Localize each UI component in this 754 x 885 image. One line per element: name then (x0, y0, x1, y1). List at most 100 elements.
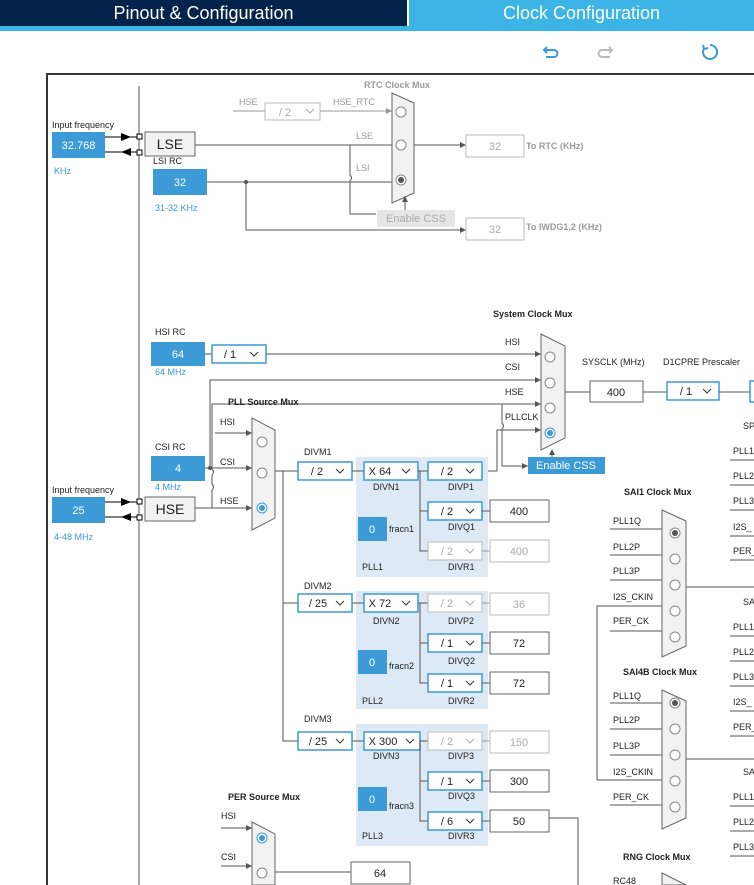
hse-input-freq-field[interactable] (52, 497, 105, 523)
lse-name: LSE (157, 136, 183, 152)
chevron-down-icon (335, 600, 345, 606)
sysmux-option-hsi[interactable] (544, 351, 556, 363)
lse-input-freq-value: 32.768 (62, 140, 96, 152)
pll3-divm-value: / 25 (309, 736, 327, 748)
right-spi-title: SP (743, 421, 754, 431)
pll1-divq-value: / 2 (441, 506, 453, 518)
hsi-divider-select[interactable] (211, 344, 267, 364)
pll3-divq-output[interactable] (489, 769, 550, 793)
sai4b-in-pll2p: PLL2P (613, 715, 640, 725)
lsi-value: 32 (174, 177, 186, 189)
pll-source-mux-title: PLL Source Mux (228, 397, 298, 407)
chevron-down-icon (401, 468, 411, 474)
right-sa1-in2: PLL2 (733, 647, 754, 657)
pll3-divr-output-value: 50 (513, 816, 525, 828)
lse-box[interactable] (144, 131, 196, 157)
sysclk-label: SYSCLK (MHz) (582, 357, 645, 367)
lse-arrows (105, 133, 143, 156)
pll2-frac-label: fracn2 (389, 661, 414, 671)
pll2-divp-label: DIVP2 (448, 616, 474, 626)
pll2-divp-select[interactable] (427, 593, 483, 613)
right-spi-in4: I2S_ (733, 522, 753, 532)
sysmux-option-hse[interactable] (544, 402, 556, 414)
pll2-divn-value: X 72 (369, 598, 392, 610)
right-sa1-in3: PLL3 (733, 672, 754, 682)
hse-name: HSE (156, 501, 185, 517)
sai4b-option-pll2p[interactable] (669, 723, 681, 735)
sai1-option-pll2p[interactable] (669, 553, 681, 565)
iwdg-output-value: 32 (489, 224, 501, 236)
rtc-enable-css-button[interactable] (377, 210, 455, 227)
pll3-divr-output[interactable] (489, 809, 550, 833)
pll1-divq-select[interactable] (427, 501, 483, 521)
pll1-frac-field[interactable] (358, 517, 387, 541)
pll3-divr-value: / 6 (441, 816, 453, 828)
lsi-label: LSI RC (153, 156, 183, 166)
tab-bar: Pinout & Configuration Clock Configurati… (0, 0, 754, 31)
hsi-unit: 64 MHz (155, 367, 187, 377)
rtc-mux-option-hse[interactable] (395, 106, 407, 118)
pll2-divr-output[interactable] (489, 671, 550, 695)
pll2-divr-select[interactable] (427, 673, 483, 693)
pll1-frac-value: 0 (369, 524, 375, 536)
tab-clock-configuration[interactable]: Clock Configuration (409, 0, 754, 26)
pll1-name: PLL1 (362, 562, 383, 572)
redo-icon[interactable] (595, 42, 615, 62)
pll3-divq-select[interactable] (427, 771, 483, 791)
pll3-divp-select[interactable] (427, 731, 483, 751)
d1cpre-value: / 1 (680, 386, 692, 398)
sai4b-in-pll1q: PLL1Q (613, 691, 641, 701)
pllmux-option-csi[interactable] (256, 467, 268, 479)
right-sa1-in1: PLL1 (733, 622, 754, 632)
pll2-divm-value: / 25 (309, 598, 327, 610)
per-source-mux-title: PER Source Mux (228, 792, 300, 802)
sys-enable-css-button[interactable] (528, 457, 605, 474)
tab-pinout-configuration[interactable]: Pinout & Configuration (0, 0, 407, 26)
pll1-divq-output[interactable] (489, 499, 550, 523)
hse-box[interactable] (144, 496, 196, 522)
pll2-frac-field[interactable] (358, 650, 387, 674)
sai1-mux-title: SAI1 Clock Mux (624, 487, 692, 497)
pll2-divq-output[interactable] (489, 631, 550, 655)
hse-range: 4-48 MHz (54, 532, 94, 542)
right-spi-in5: PER_ (733, 546, 754, 556)
sysmux-csi-label: CSI (505, 362, 520, 372)
pllmux-hse-label: HSE (220, 496, 239, 506)
pll1-divm-select[interactable] (297, 461, 353, 481)
pllmux-option-hsi[interactable] (256, 436, 268, 448)
pllmux-csi-label: CSI (220, 457, 235, 467)
sai1-option-per-ck[interactable] (669, 631, 681, 643)
pll2-divq-value: / 1 (441, 638, 453, 650)
right-sa2-in1: PLL1 (733, 792, 754, 802)
rtc-mux-option-lse[interactable] (395, 139, 407, 151)
sysmux-option-csi[interactable] (544, 377, 556, 389)
sai1-option-pll3p[interactable] (669, 579, 681, 591)
rtc-hse-label: HSE (239, 97, 258, 107)
sai1-in-i2s-ckin: I2S_CKIN (613, 592, 653, 602)
iwdg-output-label: To IWDG1,2 (KHz) (526, 222, 602, 232)
lse-input-freq-field[interactable] (52, 132, 105, 158)
pll3-divm-label: DIVM3 (304, 714, 332, 724)
per-output-field[interactable] (350, 861, 411, 885)
sai4b-option-per-ck[interactable] (669, 801, 681, 813)
pll1-divp-select[interactable] (427, 461, 483, 481)
chevron-down-icon (405, 738, 415, 744)
csi-unit: 4 MHz (155, 482, 182, 492)
pll3-divr-select[interactable] (427, 811, 483, 831)
sai1-option-i2s-ckin[interactable] (669, 605, 681, 617)
system-clock-mux (540, 333, 566, 451)
pll3-name: PLL3 (362, 831, 383, 841)
d1cpre-select[interactable] (666, 381, 720, 401)
pll2-divm-label: DIVM2 (304, 581, 332, 591)
sai4b-option-i2s-ckin[interactable] (669, 775, 681, 787)
undo-icon[interactable] (541, 42, 561, 62)
reset-icon[interactable] (700, 42, 720, 62)
right-sa2-in3: PLL3 (733, 842, 754, 852)
sai4b-option-pll3p[interactable] (669, 749, 681, 761)
pll2-name: PLL2 (362, 696, 383, 706)
pll1-divr-select[interactable] (427, 541, 483, 561)
permux-option-csi[interactable] (256, 867, 268, 879)
pll2-divq-select[interactable] (427, 633, 483, 653)
pll3-frac-field[interactable] (358, 787, 387, 811)
rtc-enable-css-label: Enable CSS (386, 213, 446, 225)
